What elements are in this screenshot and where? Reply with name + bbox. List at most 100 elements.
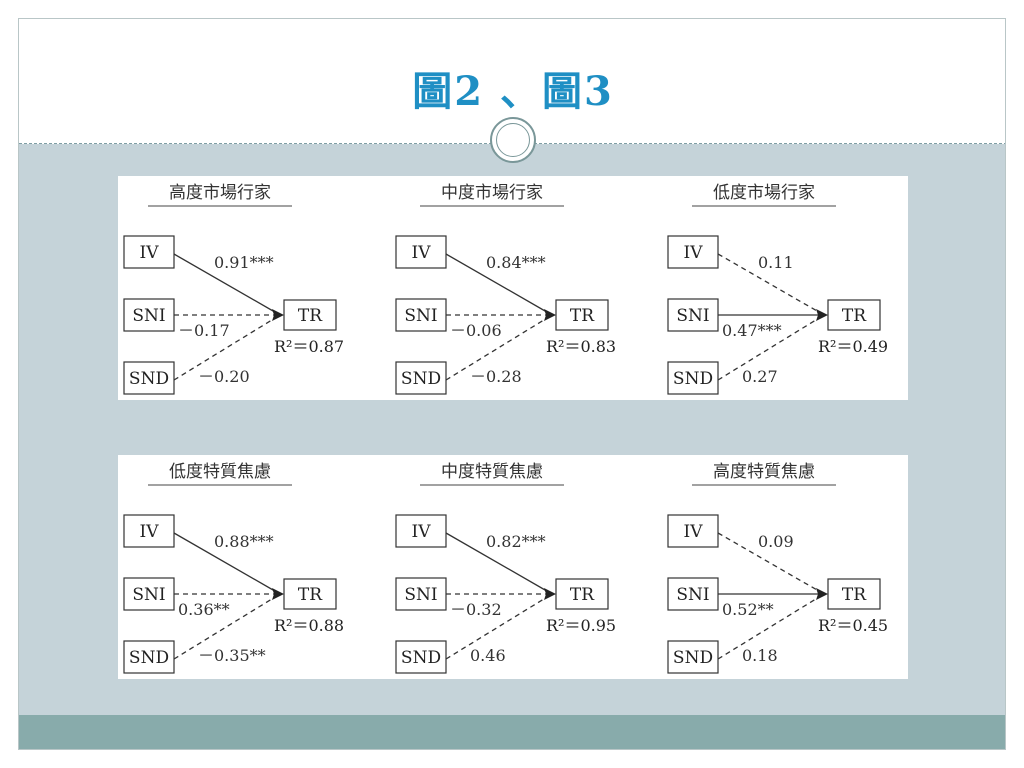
node-box-iv (667, 514, 719, 548)
arrowhead-icon (272, 309, 284, 321)
path-coefficient-sni: 0.36** (178, 600, 230, 619)
node-box-iv (395, 235, 447, 269)
path-diagram-4: 中度特質焦慮 IV SNI SND TR 0.82*** －0.32 0.46 R²＝0.95 (395, 462, 616, 674)
node-box-sni (667, 298, 719, 332)
node-box-iv (123, 235, 175, 269)
node-box-sni (395, 577, 447, 611)
path-coefficient-snd: －0.28 (470, 367, 522, 386)
arrowhead-icon (544, 588, 556, 600)
path-coefficient-sni: －0.06 (450, 321, 502, 340)
path-coefficient-sni: 0.52** (722, 600, 774, 619)
path-coefficient-snd: 0.18 (742, 646, 778, 665)
node-label-tr: TR (298, 585, 323, 605)
path-diagram-1: 中度市場行家 IV SNI SND TR 0.84*** －0.06 －0.28 R²＝0.83 (395, 183, 616, 395)
node-label-iv: IV (684, 243, 704, 263)
node-box-snd (395, 361, 447, 395)
diagram-title: 高度市場行家 (169, 183, 271, 203)
node-box-tr (555, 299, 609, 331)
path-coefficient-iv: 0.84*** (486, 253, 546, 272)
node-label-sni: SNI (676, 585, 709, 605)
node-box-sni (667, 577, 719, 611)
path-arrow-iv (173, 532, 281, 595)
node-box-sni (123, 298, 175, 332)
arrowhead-icon (816, 588, 828, 600)
path-coefficient-iv: 0.11 (758, 253, 794, 272)
node-label-iv: IV (412, 243, 432, 263)
path-coefficient-iv: 0.88*** (214, 532, 274, 551)
footer-band (19, 715, 1005, 749)
path-arrow-snd (173, 593, 281, 660)
diagram-panel-market-mavens: 高度市場行家 IV SNI SND TR 0.91*** －0.17 －0.20 R²＝0.87… (118, 176, 908, 400)
node-box-iv (123, 514, 175, 548)
path-coefficient-sni: 0.47*** (722, 321, 782, 340)
path-arrow-snd (717, 593, 825, 660)
node-label-sni: SNI (404, 306, 437, 326)
node-box-snd (123, 361, 175, 395)
path-arrow-iv (445, 532, 553, 595)
node-label-tr: TR (298, 306, 323, 326)
diagram-title: 中度特質焦慮 (441, 462, 543, 482)
node-label-tr: TR (570, 585, 595, 605)
path-arrow-iv (717, 253, 825, 316)
node-box-tr (827, 578, 881, 610)
path-coefficient-iv: 0.91*** (214, 253, 274, 272)
r-squared-label: R²＝0.87 (274, 337, 344, 356)
node-label-sni: SNI (404, 585, 437, 605)
r-squared-label: R²＝0.83 (546, 337, 616, 356)
node-label-snd: SND (129, 648, 169, 668)
path-coefficient-iv: 0.09 (758, 532, 794, 551)
node-label-tr: TR (842, 585, 867, 605)
node-label-tr: TR (842, 306, 867, 326)
r-squared-label: R²＝0.88 (274, 616, 344, 635)
node-label-sni: SNI (132, 585, 165, 605)
node-box-tr (283, 299, 337, 331)
path-coefficient-sni: －0.17 (178, 321, 230, 340)
node-label-iv: IV (684, 522, 704, 542)
path-arrow-iv (717, 532, 825, 595)
node-box-snd (123, 640, 175, 674)
diagram-svg-top: 高度市場行家 IV SNI SND TR 0.91*** －0.17 －0.20 R²＝0.87… (123, 183, 888, 395)
node-box-sni (123, 577, 175, 611)
path-coefficient-sni: －0.32 (450, 600, 502, 619)
node-label-snd: SND (401, 369, 441, 389)
node-box-snd (395, 640, 447, 674)
path-coefficient-iv: 0.82*** (486, 532, 546, 551)
arrowhead-icon (272, 588, 284, 600)
path-coefficient-snd: －0.20 (198, 367, 250, 386)
node-label-iv: IV (140, 243, 160, 263)
diagram-title: 高度特質焦慮 (713, 462, 815, 482)
node-label-snd: SND (673, 648, 713, 668)
arrowhead-icon (544, 309, 556, 321)
path-arrow-snd (445, 593, 553, 660)
node-label-iv: IV (140, 522, 160, 542)
slide-title: 圖2 、圖3 (412, 68, 614, 115)
path-diagram-2: 低度市場行家 IV SNI SND TR 0.11 0.47*** 0.27 R²＝0.49 (667, 183, 888, 395)
node-label-snd: SND (673, 369, 713, 389)
path-arrow-iv (445, 253, 553, 316)
node-box-iv (395, 514, 447, 548)
node-label-snd: SND (401, 648, 441, 668)
node-label-sni: SNI (676, 306, 709, 326)
node-box-snd (667, 640, 719, 674)
diagram-title: 低度市場行家 (713, 183, 815, 203)
circle-ornament-inner (496, 123, 530, 157)
node-label-iv: IV (412, 522, 432, 542)
node-box-tr (283, 578, 337, 610)
r-squared-label: R²＝0.49 (818, 337, 888, 356)
r-squared-label: R²＝0.95 (546, 616, 616, 635)
path-arrow-snd (717, 314, 825, 381)
diagram-title: 中度市場行家 (441, 183, 543, 203)
node-label-tr: TR (570, 306, 595, 326)
path-diagram-3: 低度特質焦慮IVSNISNDTR0.88***0.36**－0.35**R²＝0… (123, 462, 344, 674)
node-box-snd (667, 361, 719, 395)
path-arrow-snd (173, 314, 281, 381)
path-coefficient-snd: 0.46 (470, 646, 506, 665)
path-arrow-snd (445, 314, 553, 381)
node-label-snd: SND (129, 369, 169, 389)
path-coefficient-snd: －0.35** (198, 646, 266, 665)
circle-ornament (490, 117, 536, 163)
path-coefficient-snd: 0.27 (742, 367, 778, 386)
arrowhead-icon (816, 309, 828, 321)
